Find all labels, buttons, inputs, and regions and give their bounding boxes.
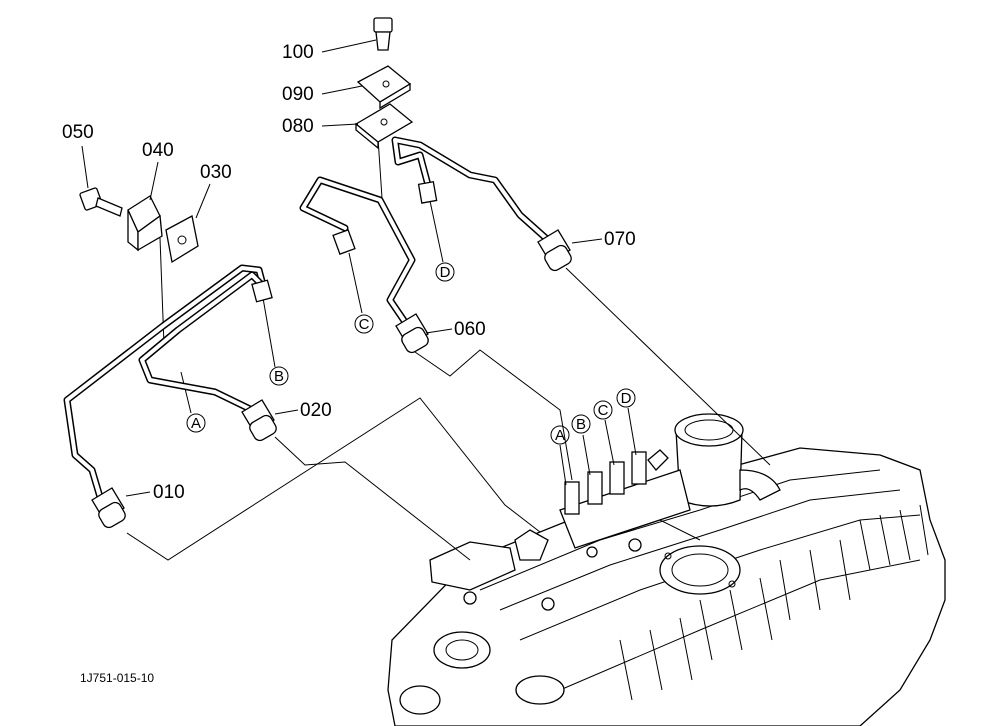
drawing-reference-code: 1J751-015-10 [80, 671, 154, 685]
marker-engine-c-letter: C [598, 402, 609, 419]
part-label-050: 050 [62, 122, 94, 189]
pipe-nut-d [417, 180, 438, 204]
marker-engine-d-letter: D [621, 390, 632, 407]
part-label-060: 060 [425, 319, 486, 340]
fitting-060 [395, 313, 429, 354]
clamp-080 [354, 103, 414, 150]
part-label-010: 010 [125, 482, 185, 503]
part-label-100: 100 [282, 39, 377, 63]
marker-engine-a: A [550, 425, 570, 445]
marker-engine-a-letter: A [555, 427, 565, 444]
injector-nozzles [564, 449, 669, 515]
clamp-030 [165, 215, 199, 264]
injection-pipe-010 [63, 264, 267, 501]
clamp-040 [127, 195, 163, 252]
injection-pipe-060 [299, 176, 416, 326]
marker-engine-b: B [571, 414, 591, 434]
part-label-040: 040 [142, 140, 174, 201]
marker-engine-d: D [616, 388, 636, 408]
marker-pipe-d-letter: D [440, 264, 451, 281]
bolt-100 [373, 17, 393, 51]
clamp-090 [356, 65, 412, 110]
marker-pipe-a-letter: A [191, 415, 201, 432]
part-label-070: 070 [571, 229, 636, 250]
marker-pipe-b: B [269, 366, 289, 386]
part-label-030: 030 [195, 162, 232, 219]
part-label-080: 080 [282, 116, 359, 137]
pipe-nut-c [332, 229, 356, 255]
marker-pipe-a: A [186, 413, 206, 433]
engine-cylinder-head [387, 413, 946, 726]
part-number-100: 100 [282, 42, 314, 63]
injection-pipe-070 [391, 136, 552, 244]
connection-leader-lines [126, 137, 771, 561]
fitting-020 [241, 399, 277, 442]
marker-pipe-c: C [354, 314, 374, 334]
injection-pipe-020 [138, 271, 266, 413]
part-number-050: 050 [62, 122, 94, 143]
part-number-020: 020 [300, 400, 332, 421]
marker-engine-c: C [593, 400, 613, 420]
part-number-060: 060 [454, 319, 486, 340]
marker-pipe-d: D [435, 262, 455, 282]
part-number-030: 030 [200, 162, 232, 183]
part-number-070: 070 [604, 229, 636, 250]
marker-engine-b-letter: B [576, 416, 586, 433]
marker-pipe-b-letter: B [274, 368, 284, 385]
bolt-050 [79, 187, 123, 217]
part-number-090: 090 [282, 84, 314, 105]
part-number-040: 040 [142, 140, 174, 161]
part-number-080: 080 [282, 116, 314, 137]
part-number-010: 010 [153, 482, 185, 503]
marker-pipe-c-letter: C [359, 316, 370, 333]
part-label-090: 090 [282, 84, 363, 105]
part-label-020: 020 [274, 400, 332, 421]
pipe-nut-b [251, 279, 273, 303]
fitting-070 [537, 229, 572, 272]
fitting-010 [91, 487, 126, 529]
